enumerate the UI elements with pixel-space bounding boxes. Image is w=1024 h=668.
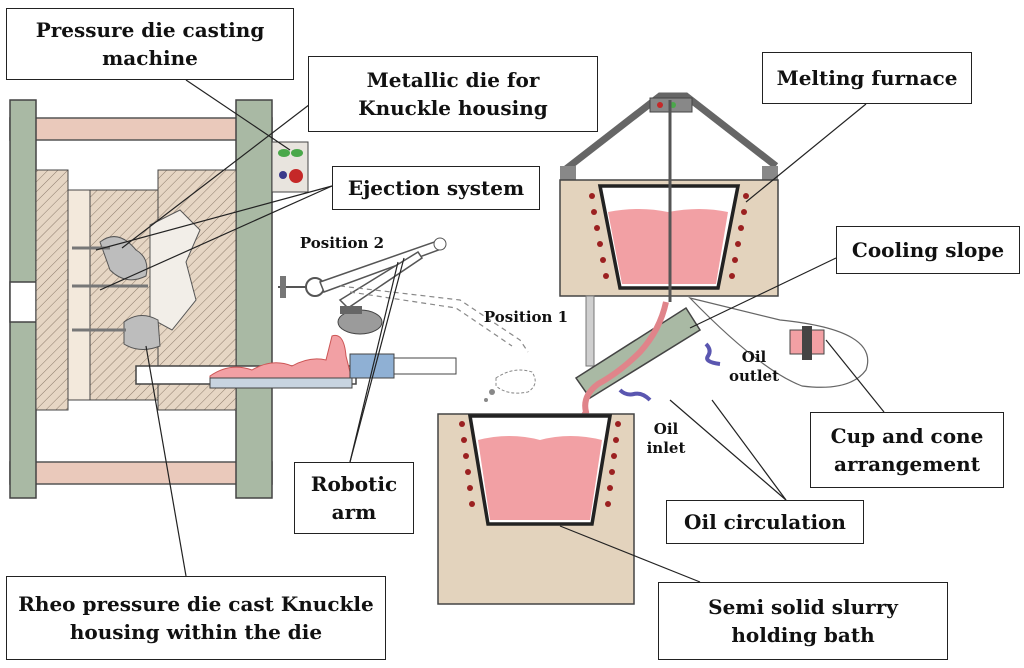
control-button-4 [289,169,303,183]
melting-furnace-drawing [559,92,779,367]
knuckle-casting-upper [99,236,148,281]
label-knuckle-housing: Rheo pressure die cast Knuckle housing w… [6,576,386,660]
label-oil-circulation: Oil circulation [666,500,864,544]
tie-bar-bottom [9,461,273,485]
left-platen-hub [9,281,37,323]
label-cup-cone: Cup and cone arrangement [810,412,1004,488]
label-position-1: Position 1 [483,308,569,326]
right-platen [235,99,273,499]
label-cooling-slope: Cooling slope [836,226,1020,274]
knuckle-casting-lower [123,315,161,350]
label-metallic-die: Metallic die for Knuckle housing [308,56,598,132]
control-button-2 [291,149,303,157]
label-position-2: Position 2 [299,234,385,252]
tie-bar-top [9,117,273,141]
label-oil-inlet: Oil inlet [646,420,686,457]
control-button-1 [278,149,290,157]
plunger-rod [393,357,457,375]
label-melting-furnace: Melting furnace [762,52,972,104]
sleeve-mount [209,377,353,389]
moving-plate [35,169,69,411]
control-button-3 [279,171,287,179]
moving-die [89,189,159,401]
robotic-arm-drawing [278,237,536,402]
plunger-head [349,353,395,379]
control-panel [271,141,309,193]
die-casting-machine [9,99,457,499]
label-holding-bath: Semi solid slurry holding bath [658,582,948,660]
ejector-plate [67,189,91,401]
slurry-in-sleeve [209,334,353,381]
cup-cone-drawing [688,296,869,388]
label-oil-outlet: Oil outlet [728,348,779,385]
label-robotic-arm: Robotic arm [294,462,414,534]
label-ejection-system: Ejection system [332,166,540,210]
ladle-position-1 [495,369,536,394]
label-pressure-die-casting-machine: Pressure die casting machine [6,8,294,80]
holding-bath-drawing [437,413,635,605]
leader-lines [95,79,885,583]
